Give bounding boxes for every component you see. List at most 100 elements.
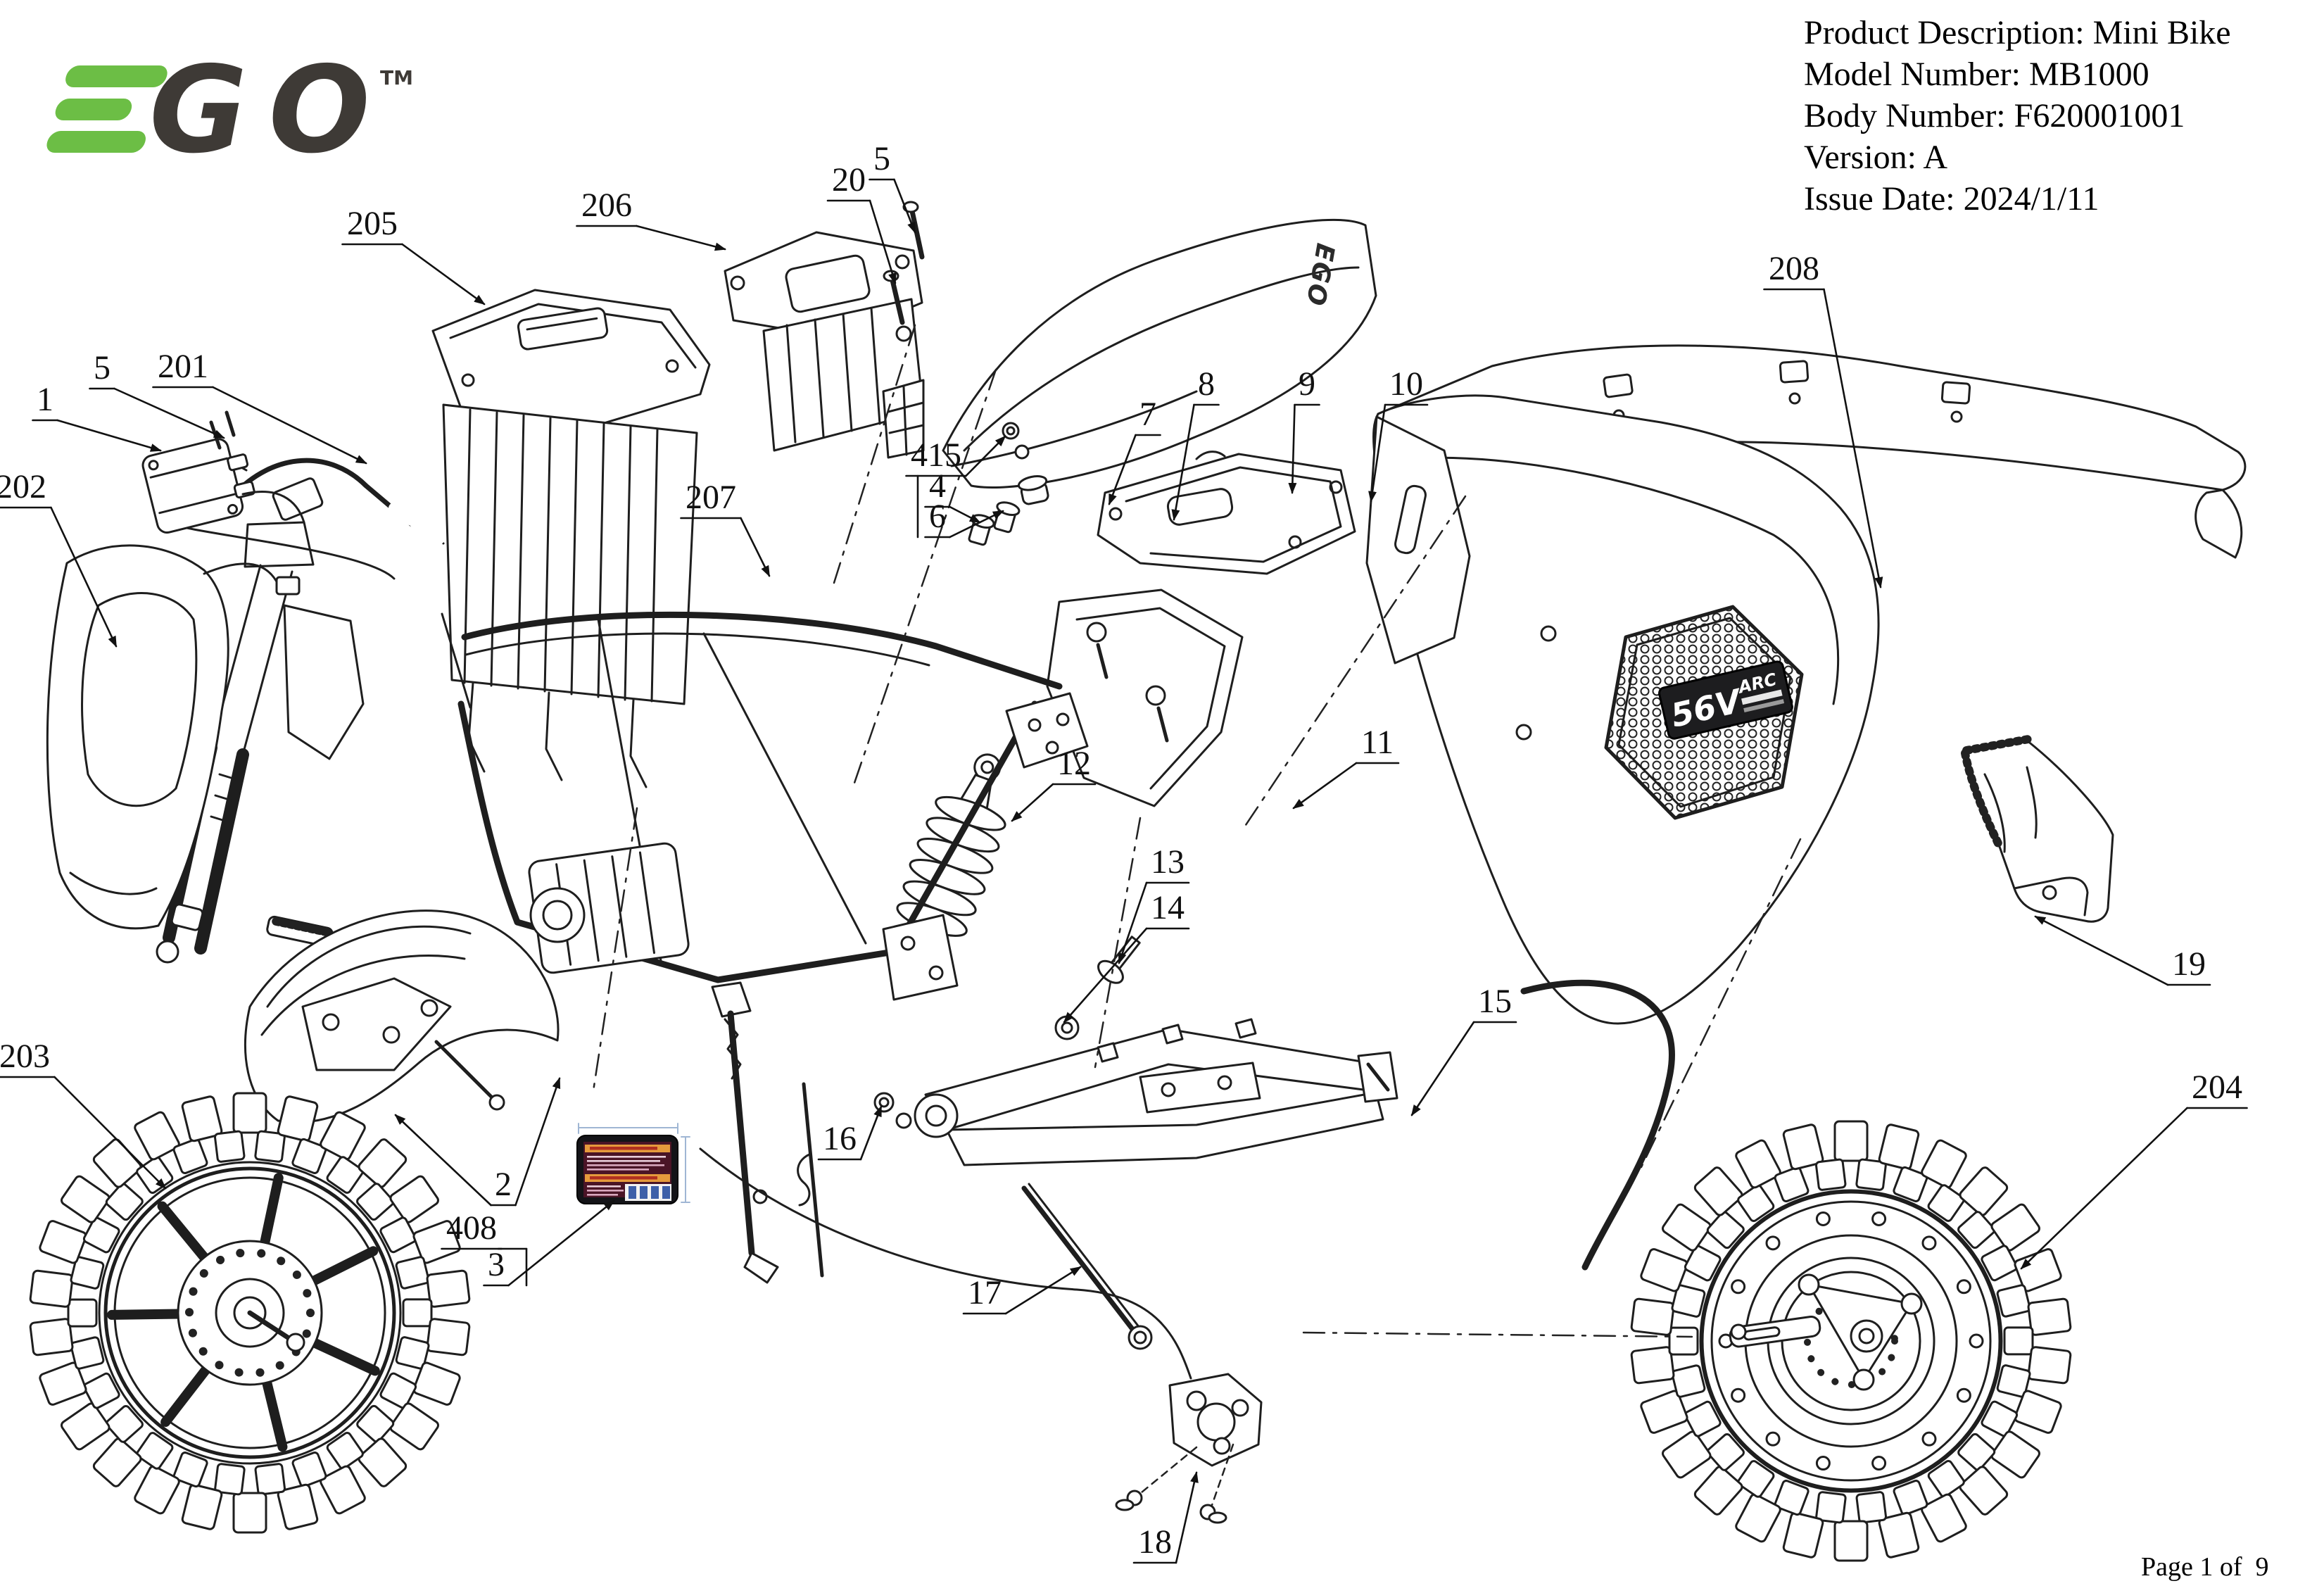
model-number: Model Number: MB1000: [1804, 56, 2149, 93]
tire-knob: [70, 1256, 105, 1290]
version: Version: A: [1804, 139, 1947, 176]
tool-bag: [1961, 735, 2114, 923]
callout-leader: [1011, 783, 1054, 822]
tire-knob: [326, 1156, 364, 1194]
seat: EGO: [942, 218, 1377, 489]
rear-wheel: [1630, 1120, 2072, 1562]
tire-knob: [1921, 1493, 1967, 1543]
tire-knob: [92, 1138, 142, 1188]
tire-knob: [412, 1361, 461, 1406]
headlight-cowl: [46, 544, 301, 930]
callout-leader: [507, 1200, 615, 1287]
tire-knob: [1878, 1123, 1920, 1171]
logo-bar-top: [65, 65, 168, 87]
callout-20: 20: [832, 161, 866, 199]
tire-knob: [254, 1463, 286, 1496]
tire-knob: [379, 1372, 417, 1409]
tire-knob: [1782, 1123, 1824, 1171]
tire-knob: [1782, 1511, 1824, 1559]
hub-bolt: [1731, 1279, 1746, 1295]
callout-brackets: [497, 474, 919, 1287]
tire-knob: [2027, 1297, 2072, 1336]
tire-knob: [379, 1216, 417, 1254]
tire-knob: [1855, 1491, 1887, 1524]
tire-knob: [1855, 1158, 1887, 1191]
callout-leader: [1171, 403, 1195, 521]
hub-bolt: [1815, 1211, 1831, 1226]
tire-knob: [172, 1138, 208, 1174]
callout-16: 16: [823, 1120, 857, 1157]
tire-knob: [1684, 1245, 1722, 1282]
callout-14: 14: [1151, 889, 1185, 926]
tire-knob: [83, 1372, 120, 1409]
tire-knob: [1957, 1433, 1996, 1471]
callout-2: 2: [495, 1166, 512, 1203]
tire-knob: [2027, 1346, 2072, 1385]
callout-8: 8: [1198, 365, 1215, 403]
tire-knob: [1706, 1433, 1745, 1471]
tire-knob: [426, 1269, 471, 1308]
tire-knob: [1981, 1245, 2018, 1282]
callout-leader: [50, 506, 118, 648]
hub-bolt: [1871, 1211, 1887, 1226]
logo-bar-bot: [46, 131, 146, 153]
swing-arm: [873, 979, 1675, 1271]
callout-leader: [113, 387, 225, 439]
callout-leader: [2034, 915, 2169, 986]
page-number: Page 1 of 9: [2141, 1552, 2269, 1582]
tire-knob: [2014, 1390, 2062, 1434]
tire-knob: [214, 1463, 246, 1496]
callout-leader: [394, 1114, 492, 1207]
callout-leader: [636, 225, 726, 251]
callout-leader: [965, 435, 1006, 477]
tire-knob: [232, 1092, 267, 1134]
callout-201: 201: [158, 348, 208, 385]
tire-knob: [105, 1183, 144, 1221]
tire-knob: [1815, 1491, 1847, 1524]
callout-leader: [1292, 762, 1358, 810]
battery-box: [431, 289, 711, 788]
callout-205: 205: [347, 205, 398, 242]
tire-knob: [1630, 1297, 1675, 1336]
callout-6: 6: [929, 498, 946, 535]
tire-knob: [1921, 1139, 1967, 1189]
tire-knob: [134, 1465, 180, 1515]
control-module: [141, 410, 305, 534]
callout-leader: [2020, 1107, 2188, 1270]
callout-leader: [1288, 403, 1297, 494]
callout-leader: [1410, 1021, 1475, 1116]
tire-knob: [214, 1130, 246, 1163]
tire-knob: [389, 1175, 439, 1223]
controller-bracket: [724, 231, 925, 459]
ego-logo: GO TM: [46, 41, 413, 180]
tire-knob: [1706, 1211, 1745, 1249]
hub-bolt: [1815, 1456, 1831, 1471]
tire-knob: [1735, 1493, 1781, 1543]
front-fender: [244, 909, 560, 1123]
tire-knob: [254, 1130, 286, 1163]
tire-knob: [1815, 1158, 1847, 1191]
tire-knob: [326, 1432, 364, 1470]
tire-knob: [1927, 1184, 1965, 1222]
tire-knob: [1640, 1248, 1688, 1292]
logo-tm-mark: TM: [380, 66, 413, 89]
callout-leader: [1063, 927, 1148, 1024]
callout-leader: [1368, 403, 1387, 503]
warning-sticker: [576, 1123, 690, 1204]
tire-knob: [39, 1361, 87, 1406]
tire-knob: [1774, 1166, 1810, 1202]
tire-knob: [1990, 1430, 2040, 1479]
callout-9: 9: [1299, 365, 1315, 403]
body-number: Body Number: F620001001: [1804, 97, 2185, 134]
callout-19: 19: [2172, 945, 2206, 983]
callout-4: 4: [929, 467, 946, 505]
tire-knob: [1693, 1466, 1743, 1516]
hub-bolt: [1921, 1431, 1937, 1447]
tire-knob: [1737, 1184, 1775, 1222]
tire-knob: [320, 1465, 366, 1515]
tire-knob: [1893, 1166, 1928, 1202]
callout-leader: [1823, 288, 1883, 588]
tire-knob: [277, 1095, 319, 1142]
tire-knob: [105, 1404, 144, 1443]
callout-18: 18: [1138, 1523, 1172, 1561]
